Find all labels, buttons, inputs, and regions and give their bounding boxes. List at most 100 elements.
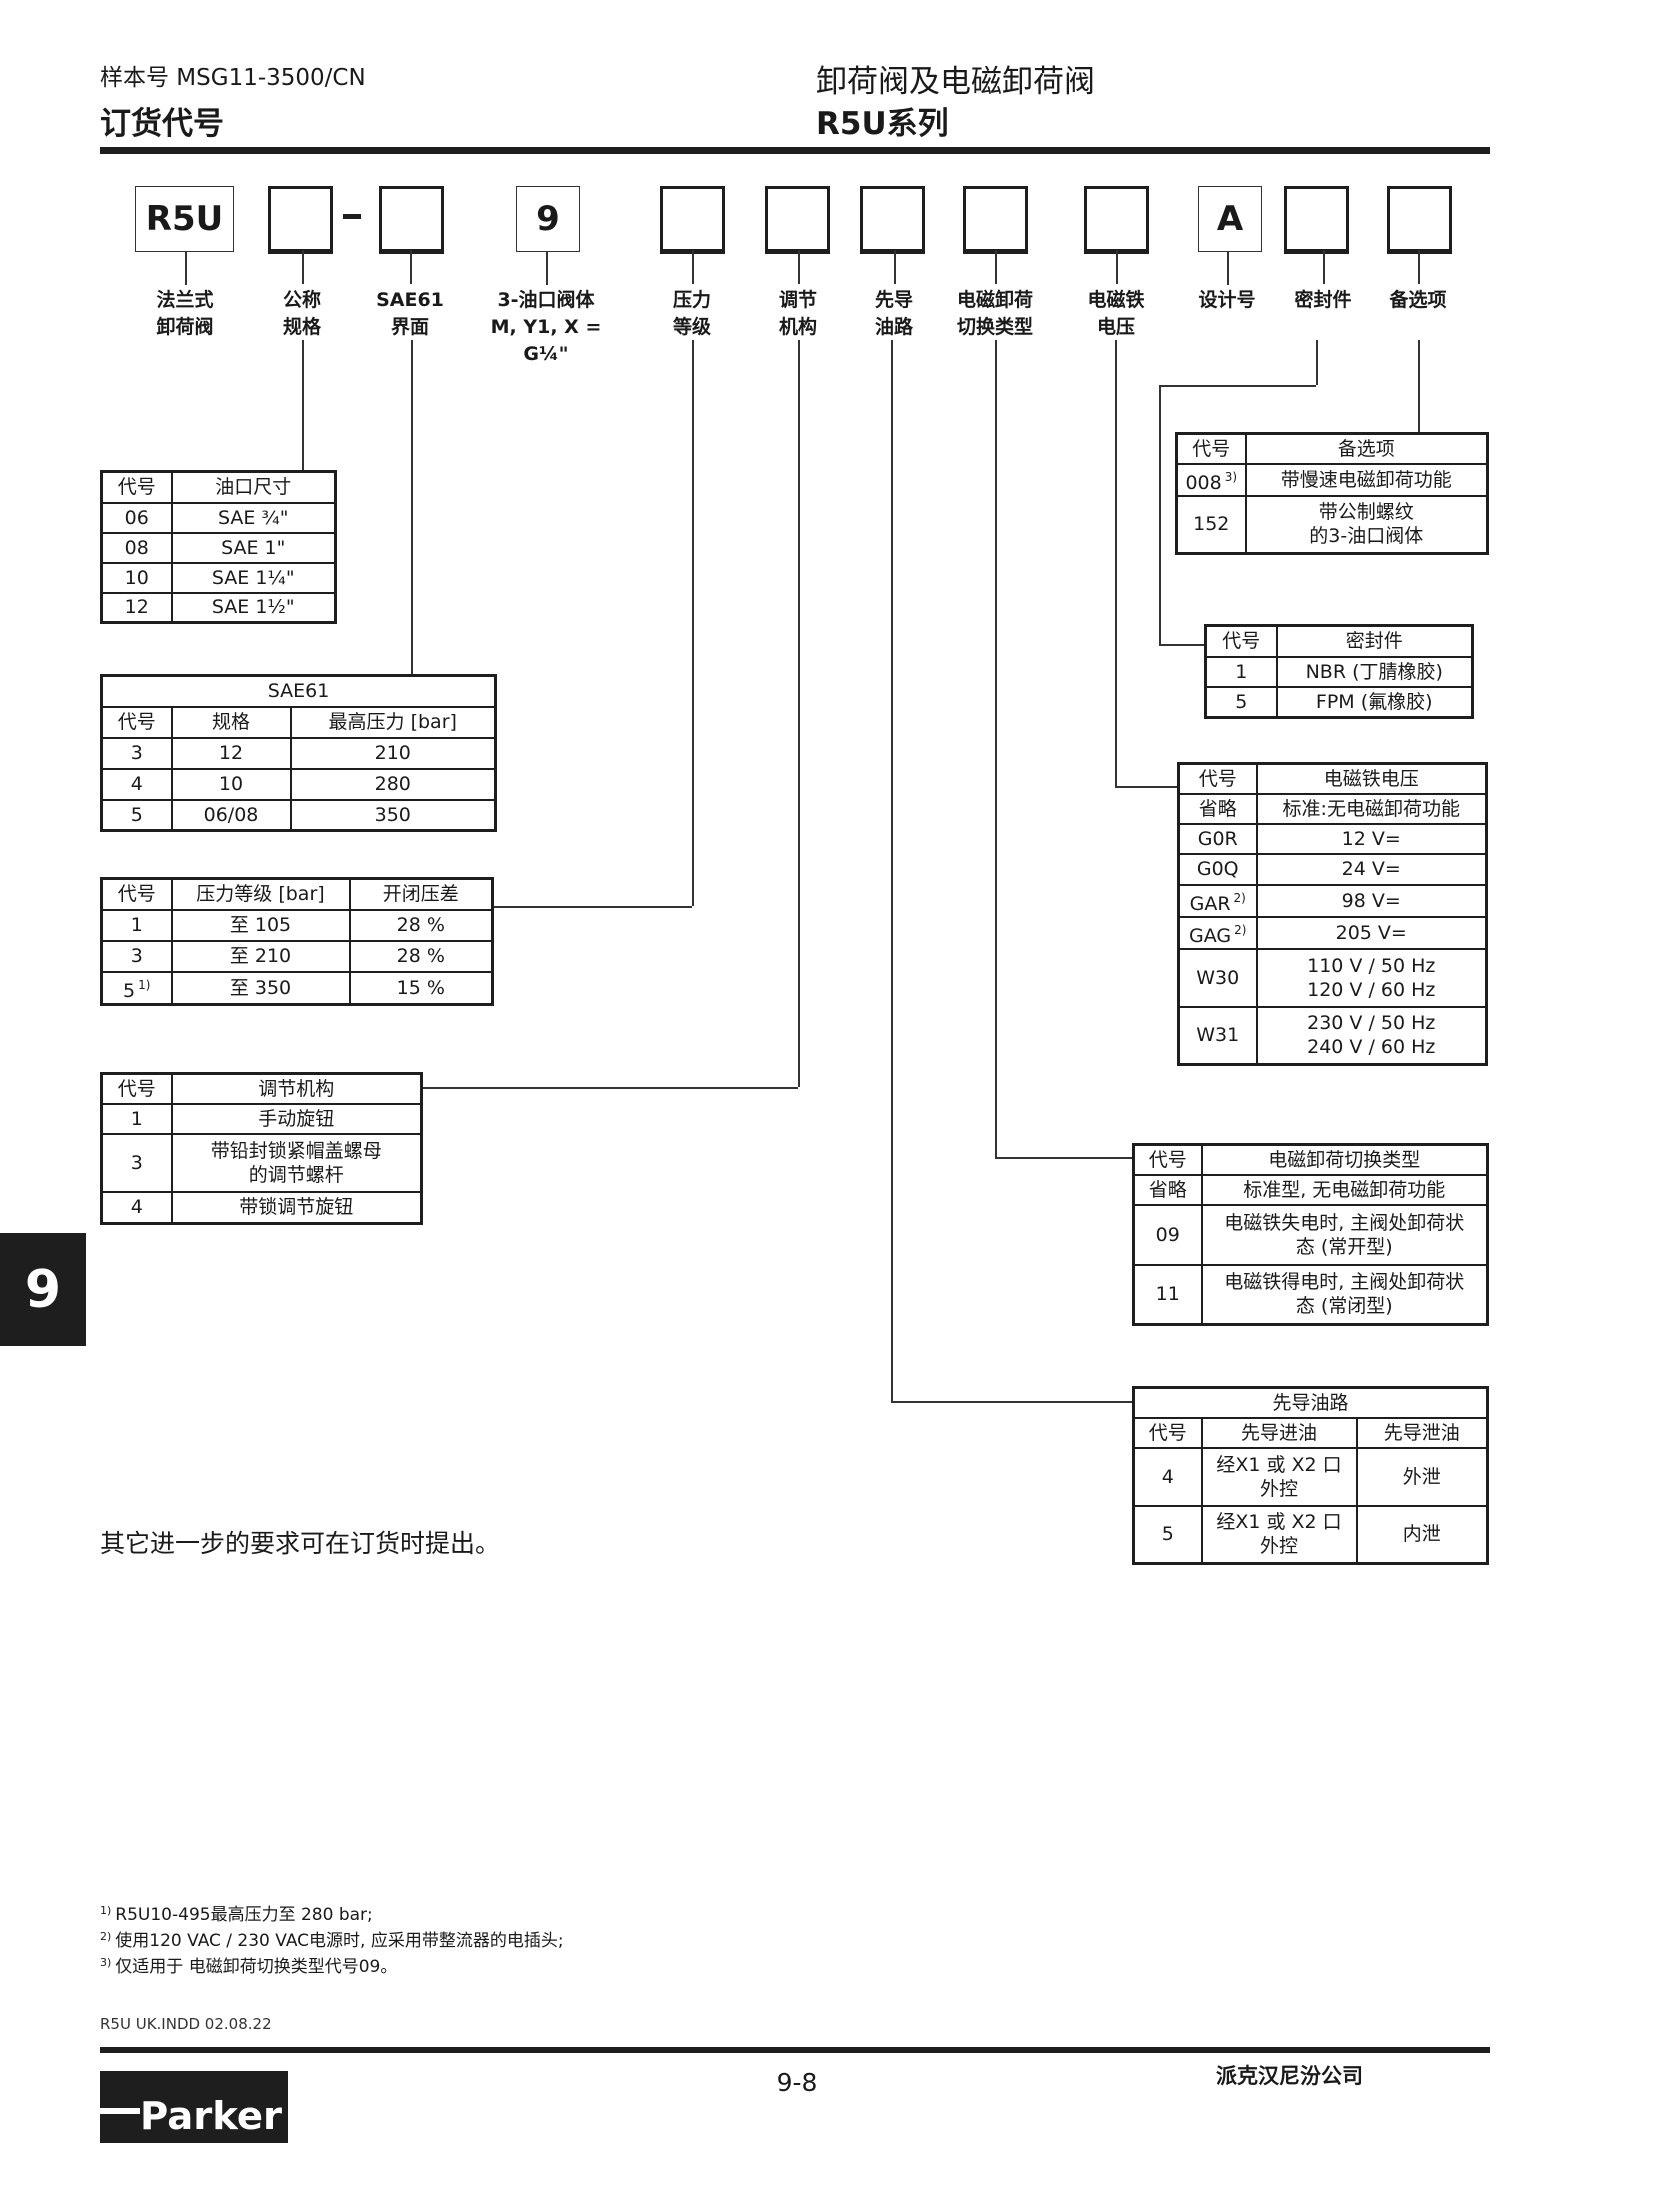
table-cell: G0Q bbox=[1177, 852, 1258, 886]
table-cell: 10 bbox=[170, 767, 292, 801]
table-cell: 11 bbox=[1132, 1263, 1203, 1326]
code-box-empty bbox=[1084, 186, 1149, 254]
code-box-empty bbox=[1387, 186, 1452, 254]
table-cell: 28 % bbox=[348, 939, 494, 973]
code-tick-line bbox=[894, 250, 896, 284]
table-cell: 标准:无电磁卸荷功能 bbox=[1255, 792, 1488, 825]
table-cell: 10 bbox=[100, 561, 173, 594]
table-cell: 规格 bbox=[170, 705, 292, 739]
code-label: 备选项 bbox=[1389, 289, 1447, 311]
table-cell: 230 V / 50 Hz 240 V / 60 Hz bbox=[1255, 1005, 1488, 1066]
table-cell: 205 V= bbox=[1255, 915, 1488, 950]
footnote-2: 2)使用120 VAC / 230 VAC电源时, 应采用带整流器的电插头; bbox=[100, 1930, 564, 1951]
table-cell: 代号 bbox=[1177, 762, 1258, 795]
code-box-empty bbox=[660, 186, 725, 254]
table-row: 省略标准:无电磁卸荷功能 bbox=[1177, 792, 1488, 825]
table-cell: 06/08 bbox=[170, 798, 292, 832]
table-cell: 代号 bbox=[100, 705, 173, 739]
table-cell: G0R bbox=[1177, 822, 1258, 855]
table-cell: 代号 bbox=[1132, 1143, 1203, 1176]
code-label: 先导 油路 bbox=[874, 289, 913, 338]
table-cell: 4 bbox=[100, 1190, 173, 1225]
table-cell: 至 105 bbox=[170, 908, 351, 942]
table-cell: 开闭压差 bbox=[348, 877, 494, 911]
table-cell: 3 bbox=[100, 736, 173, 770]
file-stamp: R5U UK.INDD 02.08.22 bbox=[100, 2015, 272, 2033]
table-header-row: 代号电磁卸荷切换类型 bbox=[1132, 1143, 1489, 1176]
code-label: SAE61 界面 bbox=[376, 289, 444, 338]
table-cell: 24 V= bbox=[1255, 852, 1488, 886]
connector-line bbox=[692, 340, 694, 906]
code-label: 公称 规格 bbox=[282, 289, 321, 338]
code-tick-line bbox=[302, 250, 304, 284]
table-cell: SAE61 bbox=[100, 674, 497, 708]
table-cell: 5 bbox=[1204, 685, 1278, 719]
connector-line bbox=[302, 340, 304, 470]
page-number: 9-8 bbox=[776, 2068, 818, 2097]
table-cell: 带慢速电磁卸荷功能 bbox=[1244, 462, 1489, 497]
table-cell: 手动旋钮 bbox=[170, 1102, 423, 1135]
footnote-1: 1)R5U10-495最高压力至 280 bar; bbox=[100, 1904, 373, 1925]
code-label: 压力 等级 bbox=[672, 289, 711, 338]
table-cell: 带铅封锁紧帽盖螺母 的调节螺杆 bbox=[170, 1132, 423, 1193]
table-cell: 省略 bbox=[1177, 792, 1258, 825]
connector-line bbox=[1159, 385, 1316, 387]
connector-line bbox=[1159, 644, 1204, 646]
svg-text:Parker: Parker bbox=[140, 2094, 282, 2138]
table-cell: 经X1 或 X2 口 外控 bbox=[1200, 1446, 1358, 1507]
table-cell: 先导进油 bbox=[1200, 1416, 1358, 1449]
table-cell: 15 % bbox=[348, 970, 494, 1005]
table-header-row: 代号压力等级 [bar]开闭压差 bbox=[100, 877, 494, 911]
table-cell: 06 bbox=[100, 501, 173, 534]
footnote-3: 3)仅适用于 电磁卸荷切换类型代号09。 bbox=[100, 1956, 398, 1977]
connector-line bbox=[891, 340, 893, 1401]
table-cell: 代号 bbox=[100, 470, 173, 504]
code-tick-line bbox=[1116, 250, 1118, 284]
code-tick-line bbox=[410, 250, 412, 284]
table-cell: 先导油路 bbox=[1132, 1386, 1489, 1419]
table-cell: 3 bbox=[100, 939, 173, 973]
code-box-empty bbox=[1284, 186, 1349, 254]
table-cell: 210 bbox=[289, 736, 497, 770]
table-header-row: 代号油口尺寸 bbox=[100, 470, 337, 504]
table-cell: 代号 bbox=[1204, 624, 1278, 658]
table-cell: 电磁卸荷切换类型 bbox=[1200, 1143, 1489, 1176]
table-row: 省略标准型, 无电磁卸荷功能 bbox=[1132, 1173, 1489, 1206]
code-dash bbox=[343, 214, 361, 219]
code-box-empty bbox=[379, 186, 444, 254]
code-label: 电磁卸荷 切换类型 bbox=[956, 289, 1033, 338]
table-cell: NBR (丁腈橡胶) bbox=[1275, 655, 1474, 688]
footer-rule bbox=[100, 2047, 1490, 2053]
code-box-fixed: 9 bbox=[516, 186, 580, 252]
table-cell: 4 bbox=[100, 767, 173, 801]
table-cell: SAE 1½" bbox=[170, 591, 337, 624]
table-cell: 350 bbox=[289, 798, 497, 832]
table-cell: 12 bbox=[100, 591, 173, 624]
code-tick-line bbox=[185, 251, 187, 285]
connector-line bbox=[420, 1087, 798, 1089]
table-cell: 28 % bbox=[348, 908, 494, 942]
table-cell: 代号 bbox=[100, 1072, 173, 1105]
table-cell: 油口尺寸 bbox=[170, 470, 337, 504]
code-label: 设计号 bbox=[1198, 289, 1256, 311]
table-cell: 标准型, 无电磁卸荷功能 bbox=[1200, 1173, 1489, 1206]
table-cell: 5 bbox=[100, 798, 173, 832]
